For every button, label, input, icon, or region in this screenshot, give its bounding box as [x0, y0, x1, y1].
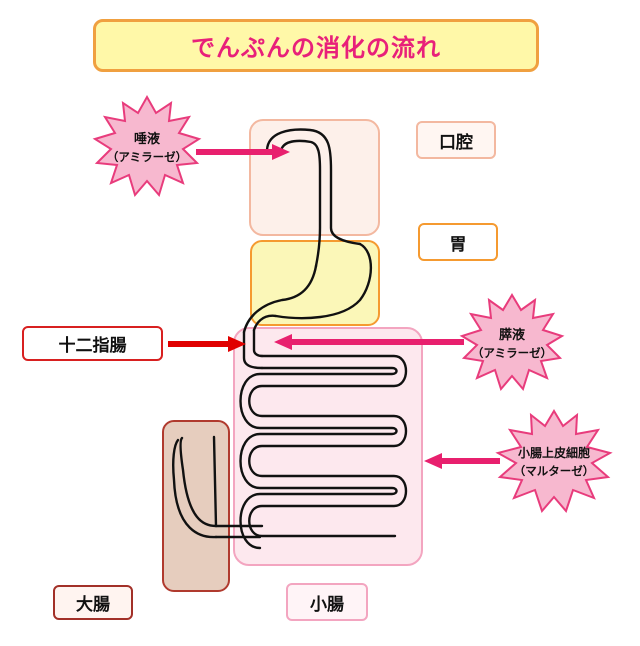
epithelial-enzyme: （マルターゼ） — [514, 464, 595, 478]
stomach-region — [250, 240, 380, 326]
saliva-arrow-head — [272, 144, 290, 160]
epithelial-burst: 小腸上皮細胞 （マルターゼ） — [495, 409, 613, 513]
epithelial-name: 小腸上皮細胞 — [518, 445, 590, 460]
large-intestine-right-line — [212, 435, 218, 528]
esophagus-inner-line — [280, 139, 322, 268]
large-intestine-region — [162, 420, 230, 592]
pancreatic-arrow-head — [274, 334, 292, 350]
label-mouth: 口腔 — [416, 121, 496, 159]
epithelial-burst-shape — [495, 409, 613, 513]
duodenum-line-1 — [242, 330, 264, 370]
duodenum-arrow-head — [228, 336, 246, 352]
pancreatic-burst-shape — [459, 293, 565, 392]
label-large-intestine: 大腸 — [53, 585, 133, 620]
label-small-intestine: 小腸 — [286, 583, 368, 621]
stomach-outer-line — [252, 242, 372, 332]
stomach-inner-line — [242, 264, 318, 334]
epithelial-arrow-head — [424, 453, 442, 469]
arrows — [168, 144, 500, 469]
pancreatic-name: 膵液 — [499, 327, 525, 343]
large-intestine-line — [172, 436, 218, 539]
label-duodenum: 十二指腸 — [22, 326, 163, 361]
saliva-burst: 唾液 （アミラーゼ） — [92, 94, 202, 198]
duodenum-line-2 — [252, 328, 264, 358]
saliva-burst-shape — [92, 94, 202, 198]
label-stomach: 胃 — [418, 223, 498, 261]
mouth-region — [249, 119, 380, 236]
saliva-name: 唾液 — [134, 131, 160, 147]
esophagus-outer-line — [265, 128, 362, 246]
small-intestine-inner-coil — [239, 366, 398, 550]
small-intestine-outer-coil — [248, 354, 408, 538]
diagram-title: でんぷんの消化の流れ — [93, 19, 539, 72]
saliva-enzyme: （アミラーゼ） — [107, 150, 187, 164]
pancreatic-burst: 膵液 （アミラーゼ） — [459, 293, 565, 392]
pancreatic-enzyme: （アミラーゼ） — [472, 346, 552, 360]
